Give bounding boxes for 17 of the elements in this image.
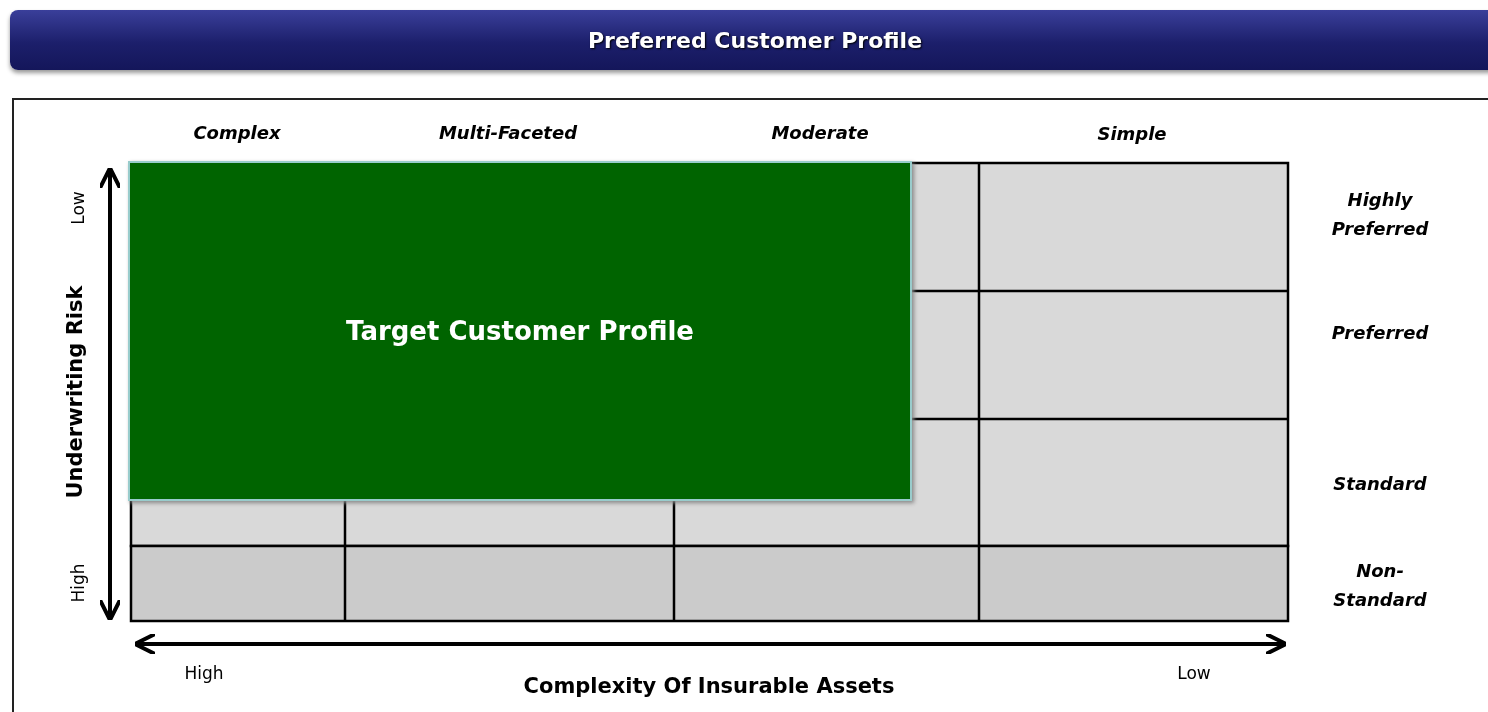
row-header: Highly Preferred [1330, 188, 1430, 241]
axis-end-label: High [68, 563, 88, 603]
column-header: Complex [193, 121, 281, 143]
title-banner: Preferred Customer Profile [10, 10, 1488, 70]
column-header: Multi-Faceted [438, 121, 578, 143]
column-header: Simple [1097, 122, 1167, 144]
axis-end-label: Low [68, 191, 88, 225]
row-header: Standard [1333, 472, 1427, 494]
target-region [128, 161, 912, 501]
column-header: Moderate [771, 121, 869, 143]
row-header: Non-Standard [1332, 559, 1428, 612]
axis-end-label: Low [1177, 663, 1211, 683]
region-label: Target Customer Profile [346, 316, 694, 346]
axis-title: Underwriting Risk [63, 285, 87, 499]
row-header: Preferred [1331, 321, 1429, 343]
axis-end-label: High [184, 663, 224, 683]
axis-title: Complexity Of Insurable Assets [523, 674, 895, 698]
